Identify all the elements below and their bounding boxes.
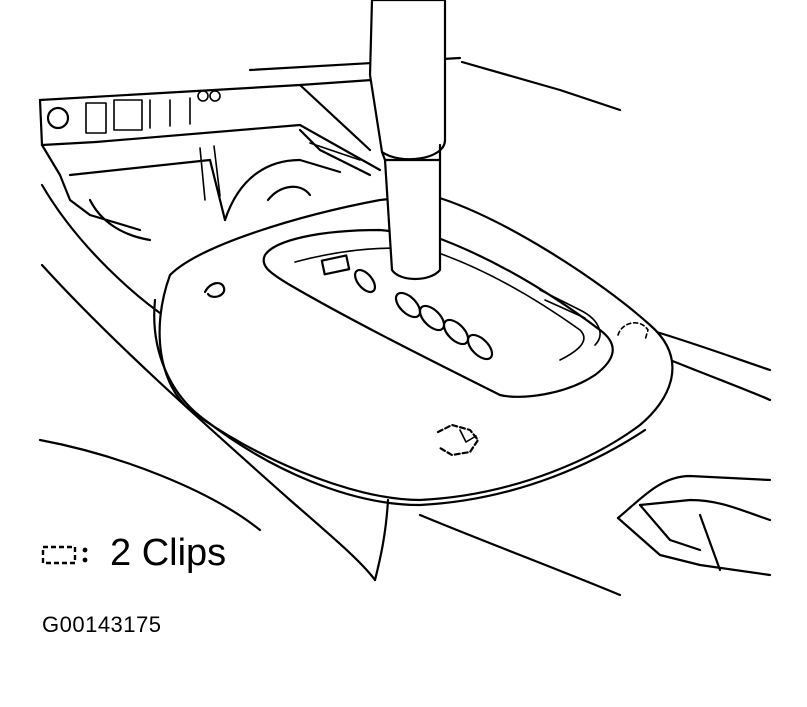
legend: 2 Clips [40,532,226,575]
knob-icon [46,106,70,130]
indicator-d [418,304,446,332]
storage-area [40,123,382,242]
clip-icon [436,423,480,457]
indicator-r [353,268,377,294]
console-body [38,183,772,597]
clip-icon [617,322,649,341]
shift-lever [368,0,447,281]
armrest-tray [616,474,772,577]
indicator-l [466,333,494,361]
shift-bezel-plate [153,193,674,507]
legend-label: 2 Clips [110,532,227,574]
indicator-n [394,291,422,319]
park-indicator [320,254,351,276]
figure-id: G00143175 [42,612,162,637]
indicator-2 [442,318,470,346]
screw-hole-icon [203,282,226,298]
dashboard-upper [38,0,622,152]
clip-symbol-icon [40,539,94,569]
